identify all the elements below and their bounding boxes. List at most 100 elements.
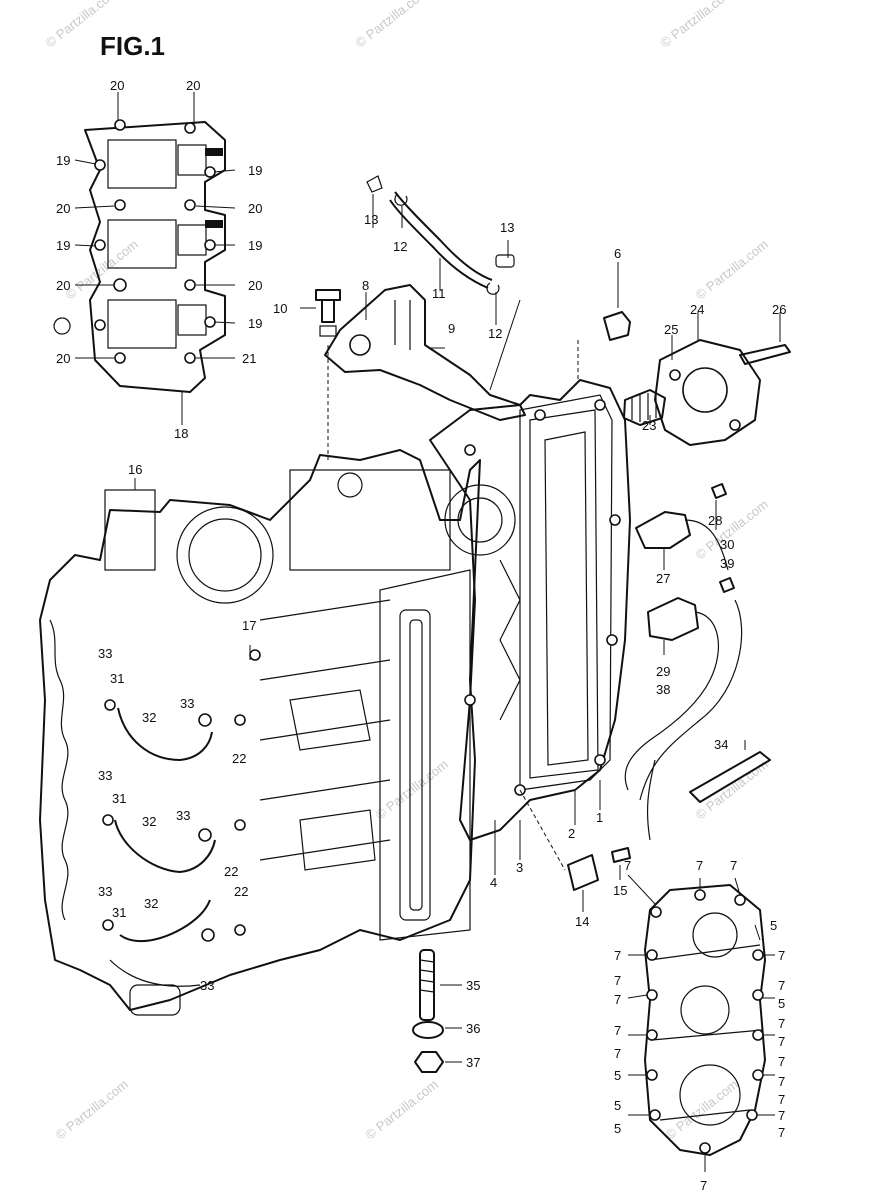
plug-6	[603, 311, 631, 341]
watermark: © Partzilla.com	[373, 757, 451, 823]
reed-port-1	[107, 139, 177, 189]
callout-22: 22	[224, 864, 238, 879]
callout-7: 7	[778, 1092, 785, 1107]
callout-7: 7	[778, 1016, 785, 1031]
callout-33: 33	[180, 696, 194, 711]
callout-27: 27	[656, 571, 670, 586]
callout-6: 6	[614, 246, 621, 261]
callout-5: 5	[778, 996, 785, 1011]
callout-1: 1	[596, 810, 603, 825]
callout-19: 19	[56, 238, 70, 253]
watermark: © Partzilla.com	[663, 1077, 741, 1143]
callout-20: 20	[186, 78, 200, 93]
stud-group	[412, 949, 462, 1073]
callout-5: 7	[778, 1034, 785, 1049]
callout-7: 7	[778, 948, 785, 963]
manifold-boss-3	[177, 304, 207, 336]
callout-9: 9	[448, 321, 455, 336]
bolt-10	[315, 289, 341, 323]
callout-7: 7	[614, 1046, 621, 1061]
callout-7: 7	[778, 1125, 785, 1140]
watermark: © Partzilla.com	[658, 0, 736, 50]
callout-7: 7	[778, 978, 785, 993]
callout-7: 7	[696, 858, 703, 873]
callout-22: 22	[234, 884, 248, 899]
callout-31: 31	[110, 671, 124, 686]
callout-20: 20	[56, 351, 70, 366]
lead-wire-34	[689, 751, 771, 803]
manifold-boss-1	[177, 144, 207, 176]
callout-20: 20	[56, 201, 70, 216]
callout-3: 3	[516, 860, 523, 875]
block-outline	[39, 449, 481, 1011]
callout-7: 5	[614, 1121, 621, 1136]
clip-13a	[366, 175, 383, 193]
cylinder-block	[39, 449, 481, 1016]
callout-4: 4	[490, 875, 497, 890]
callout-31: 31	[112, 905, 126, 920]
callout-7: 5	[614, 1098, 621, 1113]
callout-21: 21	[242, 351, 256, 366]
hose-11-inner	[389, 199, 489, 289]
callout-13: 13	[364, 212, 378, 227]
callout-38: 38	[656, 682, 670, 697]
callout-19: 19	[248, 316, 262, 331]
callout-30: 30	[720, 537, 734, 552]
callout-7: 5	[614, 1068, 621, 1083]
callout-5: 7	[778, 1074, 785, 1089]
clip-12b	[486, 282, 500, 295]
hose-32c	[119, 899, 211, 943]
washer-10	[319, 325, 337, 337]
callout-5: 5	[770, 918, 777, 933]
callout-33: 33	[98, 646, 112, 661]
callout-26: 26	[772, 302, 786, 317]
hose-11	[394, 191, 493, 281]
gasket-cover-group	[429, 379, 631, 912]
reed-port-2	[107, 219, 177, 269]
callout-20: 20	[110, 78, 124, 93]
callout-7: 7	[614, 948, 621, 963]
sensor-27	[635, 511, 691, 549]
exhaust-gasket-3	[529, 409, 599, 779]
callout-20: 20	[248, 278, 262, 293]
callout-33: 33	[176, 808, 190, 823]
watermark: © Partzilla.com	[693, 497, 771, 563]
cylinder-bore-1	[176, 506, 274, 604]
callout-37: 37	[466, 1055, 480, 1070]
callout-34: 34	[714, 737, 728, 752]
callout-19: 19	[248, 163, 262, 178]
callout-33: 33	[98, 884, 112, 899]
callout-24: 24	[690, 302, 704, 317]
callout-33: 33	[98, 768, 112, 783]
callout-15: 15	[613, 883, 627, 898]
cover-24	[654, 339, 761, 446]
callout-13: 13	[500, 220, 514, 235]
fitting-2	[205, 220, 223, 228]
washer-36	[412, 1021, 444, 1039]
callout-25: 25	[664, 322, 678, 337]
watermark: © Partzilla.com	[353, 0, 431, 50]
callout-20: 20	[56, 278, 70, 293]
watermark: © Partzilla.com	[363, 1077, 441, 1143]
hose-bracket-group	[300, 175, 526, 460]
hose-32a	[117, 707, 213, 761]
watermark: © Partzilla.com	[53, 1077, 131, 1143]
callout-11: 11	[432, 286, 446, 301]
callout-22: 22	[232, 751, 246, 766]
block-side-face	[379, 569, 471, 941]
plate-16	[104, 489, 156, 571]
callout-7: 7	[614, 1023, 621, 1038]
anode-14	[567, 854, 599, 891]
callout-32: 32	[142, 814, 156, 829]
callout-12: 12	[488, 326, 502, 341]
callout-32: 32	[144, 896, 158, 911]
callout-7: 7	[700, 1178, 707, 1193]
screw-39	[719, 577, 735, 593]
gasket-washer	[53, 317, 71, 335]
callout-7: 7	[624, 858, 631, 873]
stud-35	[419, 949, 435, 1021]
fitting-1	[205, 148, 223, 156]
callout-14: 14	[575, 914, 589, 929]
callout-31: 31	[112, 791, 126, 806]
callout-18: 18	[174, 426, 188, 441]
